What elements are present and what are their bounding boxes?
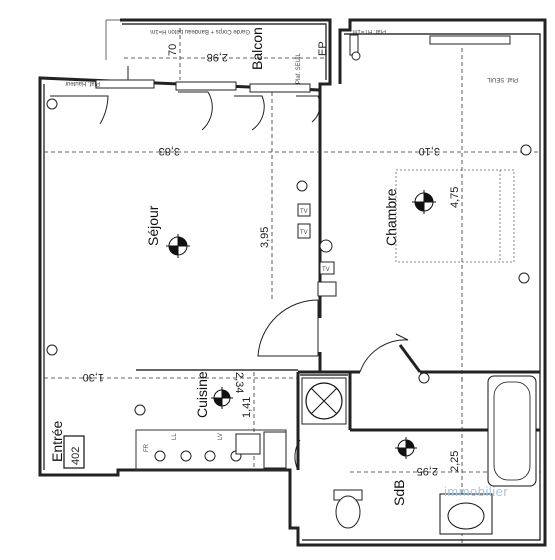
washbasin bbox=[439, 493, 493, 535]
dimension-labels: 3,83 3,10 3,95 4,75 1,30 2,34 1,41 2,95 … bbox=[83, 44, 461, 477]
light-fixtures bbox=[166, 190, 436, 459]
dim-balcon-width: 2,98 bbox=[207, 51, 228, 63]
fridge-icon bbox=[263, 431, 287, 469]
svg-text:TV: TV bbox=[300, 209, 308, 215]
tv-outlet-icon: TV bbox=[319, 261, 335, 275]
sink-icon bbox=[235, 433, 261, 455]
dim-sdb-depth: 2,25 bbox=[449, 451, 461, 472]
unit-number-box: 402 bbox=[63, 435, 85, 469]
ceiling-note-balcon: Plaf. SEUIL bbox=[296, 52, 302, 84]
room-label-sejour: Séjour bbox=[145, 205, 161, 246]
socket-icon bbox=[46, 98, 58, 110]
dim-sejour-depth: 3,95 bbox=[259, 227, 271, 248]
tel-outlet-icon bbox=[319, 239, 333, 253]
exterior-walls bbox=[38, 18, 547, 547]
doors bbox=[50, 91, 409, 471]
toilet bbox=[333, 489, 363, 529]
dim-entree-depth: 1,41 bbox=[241, 397, 253, 418]
panel-icon bbox=[317, 281, 337, 297]
socket-icon bbox=[46, 344, 58, 356]
dimension-lines bbox=[44, 28, 540, 545]
room-label-balcon: Balcon bbox=[249, 27, 265, 70]
svg-text:TV: TV bbox=[322, 267, 330, 273]
electrical-sockets bbox=[46, 51, 532, 462]
room-labels: Séjour Chambre Cuisine Entrée SdB Balcon bbox=[49, 27, 407, 506]
light-sdb-icon bbox=[395, 437, 417, 459]
dim-balcon-depth: 70 bbox=[167, 44, 179, 56]
kitchen-label-ll: LL bbox=[172, 433, 178, 440]
outlets: TV TV TV bbox=[297, 203, 337, 297]
room-label-sdb: SdB bbox=[391, 480, 407, 506]
svg-text:TV: TV bbox=[300, 230, 308, 236]
ceiling-note-sejour: Plaf. Hauteur bbox=[65, 80, 100, 86]
dim-sdb-width: 2,95 bbox=[417, 465, 438, 477]
bathtub bbox=[487, 375, 537, 487]
dim-sejour-width: 3,83 bbox=[159, 145, 180, 157]
socket-icon bbox=[520, 144, 532, 156]
unit-number: 402 bbox=[70, 447, 82, 465]
socket-icon bbox=[418, 372, 430, 384]
dim-chambre-depth: 4,75 bbox=[449, 187, 461, 208]
socket-icon bbox=[518, 272, 530, 284]
socket-icon bbox=[296, 180, 308, 192]
light-chambre-icon bbox=[412, 190, 436, 214]
ceiling-note-2: Plaf. SEUIL bbox=[486, 76, 518, 82]
ceiling-note-chambre: Plaf. HT=1m bbox=[352, 28, 386, 34]
dim-cuisine-depth: 2,34 bbox=[233, 372, 245, 393]
room-label-entree: Entrée bbox=[49, 421, 65, 462]
socket-icon bbox=[180, 450, 192, 462]
windows bbox=[95, 34, 511, 93]
balcon-note: Garde Corps + Bandeau béton H=1m bbox=[150, 28, 250, 34]
socket-icon bbox=[351, 51, 361, 61]
socket-icon bbox=[204, 450, 216, 462]
tv-outlet-icon: TV bbox=[297, 223, 311, 239]
socket-icon bbox=[154, 450, 166, 462]
annotations: Garde Corps + Bandeau béton H=1m Plaf. H… bbox=[65, 28, 518, 86]
light-sejour-icon bbox=[166, 234, 190, 258]
watermark: immobilier bbox=[444, 484, 508, 499]
bed bbox=[395, 169, 515, 263]
boiler bbox=[301, 377, 347, 425]
socket-icon bbox=[134, 404, 146, 416]
dim-cuisine-width: 1,30 bbox=[83, 371, 104, 383]
kitchen-label-lv: LV bbox=[218, 433, 224, 440]
dim-chambre-width: 3,10 bbox=[419, 145, 440, 157]
room-label-cuisine: Cuisine bbox=[194, 371, 210, 418]
kitchen-label-fr: FR bbox=[144, 443, 150, 452]
ep-label: EP bbox=[317, 41, 329, 56]
room-label-chambre: Chambre bbox=[383, 188, 399, 246]
kitchen-counter: FR LL LV bbox=[135, 429, 287, 471]
light-cuisine-icon bbox=[211, 387, 233, 409]
tv-outlet-icon: TV bbox=[297, 203, 311, 217]
